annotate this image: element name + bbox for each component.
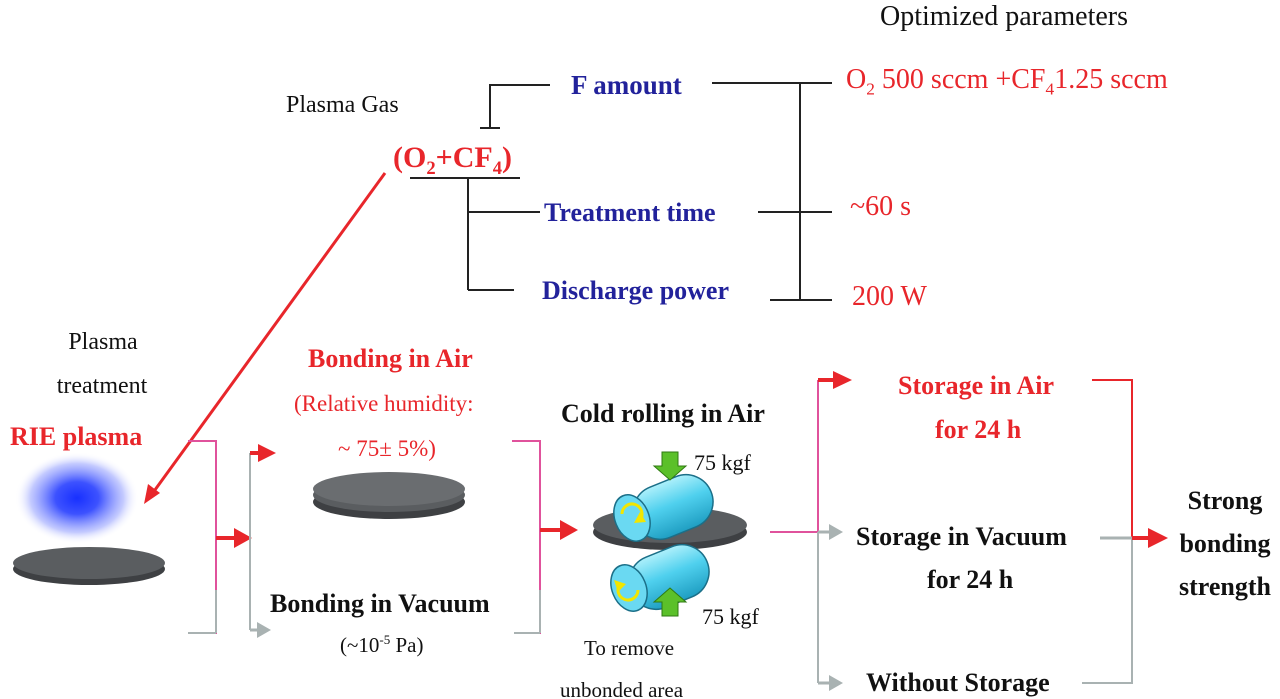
arrow-to-rolling bbox=[560, 520, 578, 540]
arrow-bonding-vacuum bbox=[257, 622, 271, 638]
cold-rolling-title: Cold rolling in Air bbox=[561, 399, 765, 428]
plasma-bracket bbox=[188, 440, 236, 634]
arrow-bonding-air bbox=[258, 444, 276, 462]
arrow-to-result bbox=[1148, 528, 1168, 548]
parameter-tree bbox=[410, 82, 832, 301]
humidity-value: ~ 75± 5%) bbox=[338, 436, 436, 461]
humidity-label: (Relative humidity: bbox=[294, 391, 474, 416]
force-arrow-up bbox=[652, 587, 688, 617]
cold-rolling-illustration bbox=[593, 451, 747, 617]
force-arrow-down bbox=[652, 451, 688, 481]
bonding-in-air-title: Bonding in Air bbox=[308, 344, 473, 373]
without-storage-label: Without Storage bbox=[866, 668, 1050, 697]
storage-air-line2: for 24 h bbox=[935, 415, 1022, 444]
value-discharge-power: 200 W bbox=[852, 281, 927, 312]
force-bottom-label: 75 kgf bbox=[702, 604, 759, 629]
result-bracket bbox=[1082, 379, 1150, 684]
rolling-note-line1: To remove bbox=[584, 636, 675, 660]
bonding-split bbox=[249, 451, 260, 632]
plasma-glow bbox=[15, 452, 139, 544]
storage-split bbox=[817, 378, 834, 685]
value-f-amount: O2 500 sccm +CF41.25 sccm bbox=[846, 64, 1168, 99]
plasma-gas-label: Plasma Gas bbox=[286, 92, 399, 118]
param-discharge-power: Discharge power bbox=[542, 276, 730, 305]
bonded-disk bbox=[313, 472, 465, 519]
result-line3: strength bbox=[1179, 572, 1271, 601]
optimized-parameters-heading: Optimized parameters bbox=[880, 1, 1129, 32]
vacuum-pressure: (~10-5 Pa) bbox=[340, 632, 424, 657]
plasma-label: Plasma bbox=[68, 329, 138, 355]
value-treatment-time: ~60 s bbox=[850, 191, 912, 222]
rolling-note-line2: unbonded area bbox=[560, 678, 684, 699]
substrate-disk bbox=[13, 547, 165, 585]
storage-vacuum-line1: Storage in Vacuum bbox=[856, 522, 1067, 551]
arrow-storage-air bbox=[833, 371, 852, 389]
bonding-in-vacuum-title: Bonding in Vacuum bbox=[270, 589, 490, 618]
storage-air-line1: Storage in Air bbox=[898, 371, 1054, 400]
bonding-bracket bbox=[512, 440, 562, 634]
arrow-storage-vacuum bbox=[829, 524, 843, 540]
gas-formula: (O2+CF4) bbox=[393, 141, 513, 179]
param-treatment-time: Treatment time bbox=[544, 198, 716, 227]
result-line1: Strong bbox=[1187, 486, 1263, 515]
result-line2: bonding bbox=[1179, 529, 1271, 558]
force-top-label: 75 kgf bbox=[694, 450, 751, 475]
treatment-label: treatment bbox=[56, 373, 148, 399]
arrow-without-storage bbox=[829, 675, 843, 691]
param-f-amount: F amount bbox=[571, 70, 682, 100]
storage-vacuum-line2: for 24 h bbox=[927, 565, 1014, 594]
rie-plasma-label: RIE plasma bbox=[10, 422, 143, 451]
arrow-to-bonding bbox=[234, 528, 252, 548]
